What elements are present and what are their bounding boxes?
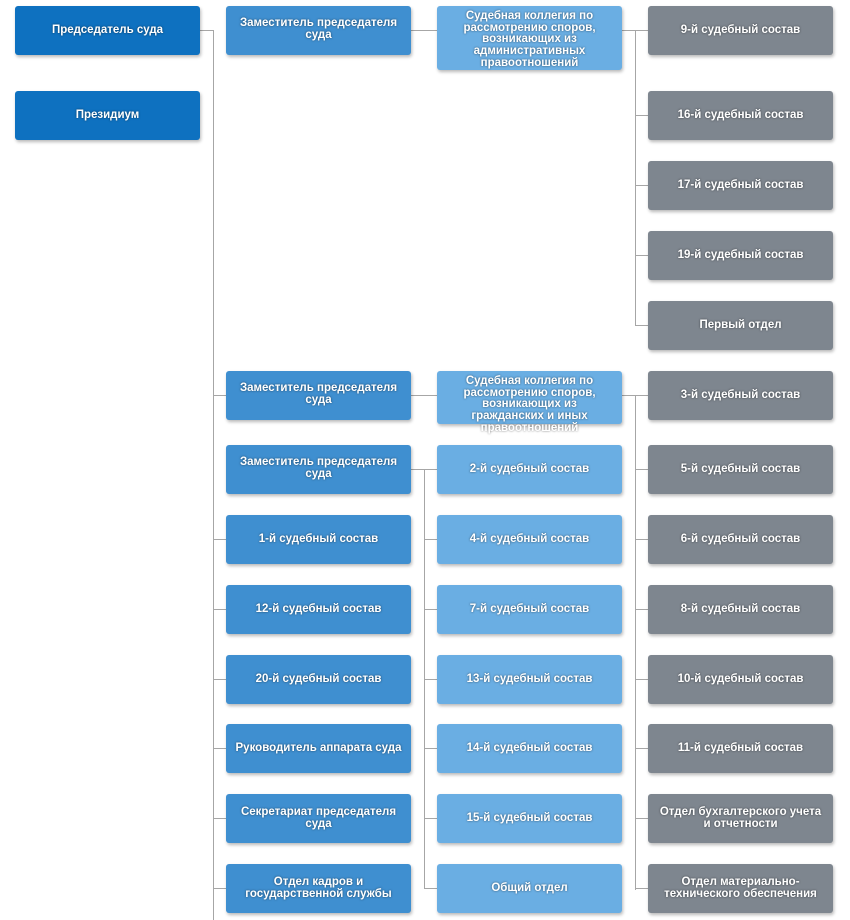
connector-line — [635, 748, 648, 749]
deputy-chairman-box-2[interactable]: Заместитель председателя суда — [226, 371, 411, 420]
connector-line — [213, 748, 226, 749]
composition-3-box[interactable]: 3-й судебный состав — [648, 371, 833, 420]
composition-19-box[interactable]: 19-й судебный состав — [648, 231, 833, 280]
composition-13-label: 13-й судебный состав — [466, 672, 593, 685]
deputy-chairman-label: Заместитель председателя суда — [239, 456, 398, 480]
civil-collegium-box[interactable]: Судебная коллегия по рассмотрению споров… — [437, 371, 622, 434]
composition-6-box[interactable]: 6-й судебный состав — [648, 515, 833, 564]
chairman-secretariat-box[interactable]: Секретариат председателя суда — [226, 794, 411, 843]
apparatus-head-label: Руководитель аппарата суда — [235, 741, 402, 754]
administrative-collegium-label: Судебная коллегия по рассмотрению споров… — [463, 10, 596, 69]
composition-12-label: 12-й судебный состав — [255, 602, 382, 615]
composition-1-label: 1-й судебный состав — [258, 532, 379, 545]
connector-line — [213, 679, 226, 680]
presidium-label: Президиум — [75, 108, 140, 121]
accounting-department-label: Отдел бухгалтерского учета и отчетности — [659, 805, 822, 830]
connector-line — [424, 888, 437, 889]
connector-line — [635, 115, 648, 116]
composition-3-label: 3-й судебный состав — [680, 388, 801, 401]
deputy-chairman-label: Заместитель председателя суда — [239, 17, 398, 41]
composition-8-label: 8-й судебный состав — [680, 602, 801, 615]
hr-department-box[interactable]: Отдел кадров и государственной службы — [226, 864, 411, 913]
composition-2-label: 2-й судебный состав — [469, 462, 590, 475]
deputy-chairman-label: Заместитель председателя суда — [239, 382, 398, 406]
composition-5-box[interactable]: 5-й судебный состав — [648, 445, 833, 494]
composition-7-label: 7-й судебный состав — [469, 602, 590, 615]
connector-line — [213, 539, 226, 540]
connector-line — [411, 30, 437, 31]
composition-5-label: 5-й судебный состав — [680, 462, 801, 475]
connector-line — [411, 395, 437, 396]
connector-line — [213, 609, 226, 610]
connector-line — [635, 609, 648, 610]
chairman-label: Председатель суда — [51, 23, 164, 36]
connector-line — [635, 818, 648, 819]
composition-16-box[interactable]: 16-й судебный состав — [648, 91, 833, 140]
connector-line — [213, 888, 226, 889]
composition-11-box[interactable]: 11-й судебный состав — [648, 724, 833, 773]
composition-19-label: 19-й судебный состав — [677, 248, 804, 261]
connector-line — [213, 395, 226, 396]
composition-14-box[interactable]: 14-й судебный состав — [437, 724, 622, 773]
general-department-label: Общий отдел — [491, 881, 568, 894]
deputy-chairman-box-3[interactable]: Заместитель председателя суда — [226, 445, 411, 494]
connector-line — [424, 539, 437, 540]
accounting-department-box[interactable]: Отдел бухгалтерского учета и отчетности — [648, 794, 833, 843]
connector-line — [424, 679, 437, 680]
connector-line — [635, 325, 648, 326]
connector-line — [635, 539, 648, 540]
composition-7-box[interactable]: 7-й судебный состав — [437, 585, 622, 634]
connector-line — [200, 30, 213, 31]
hr-department-label: Отдел кадров и государственной службы — [245, 875, 392, 900]
composition-20-label: 20-й судебный состав — [255, 672, 382, 685]
connector-line — [635, 469, 648, 470]
deputy-chairman-box-1[interactable]: Заместитель председателя суда — [226, 6, 411, 55]
composition-17-label: 17-й судебный состав — [677, 178, 804, 191]
presidium-box[interactable]: Президиум — [15, 91, 200, 140]
composition-4-box[interactable]: 4-й судебный состав — [437, 515, 622, 564]
connector-line — [424, 609, 437, 610]
connector-line — [635, 888, 648, 889]
composition-8-box[interactable]: 8-й судебный состав — [648, 585, 833, 634]
connector-line — [635, 255, 648, 256]
composition-12-box[interactable]: 12-й судебный состав — [226, 585, 411, 634]
connector-line — [635, 679, 648, 680]
chairman-secretariat-label: Секретариат председателя суда — [240, 805, 397, 830]
composition-9-box[interactable]: 9-й судебный состав — [648, 6, 833, 55]
logistics-department-box[interactable]: Отдел материально-технического обеспечен… — [648, 864, 833, 913]
general-department-box[interactable]: Общий отдел — [437, 864, 622, 913]
composition-11-label: 11-й судебный состав — [677, 741, 804, 754]
composition-17-box[interactable]: 17-й судебный состав — [648, 161, 833, 210]
connector-line — [213, 818, 226, 819]
connector-line — [424, 818, 437, 819]
composition-10-label: 10-й судебный состав — [677, 672, 804, 685]
connector-line — [424, 748, 437, 749]
composition-6-label: 6-й судебный состав — [680, 532, 801, 545]
composition-13-box[interactable]: 13-й судебный состав — [437, 655, 622, 704]
chairman-box[interactable]: Председатель суда — [15, 6, 200, 55]
connector-line — [635, 395, 636, 890]
connector-line — [635, 30, 636, 325]
composition-10-box[interactable]: 10-й судебный состав — [648, 655, 833, 704]
first-department-box[interactable]: Первый отдел — [648, 301, 833, 350]
composition-15-label: 15-й судебный состав — [466, 811, 593, 824]
administrative-collegium-box[interactable]: Судебная коллегия по рассмотрению споров… — [437, 6, 622, 70]
first-department-label: Первый отдел — [699, 318, 782, 331]
civil-collegium-label: Судебная коллегия по рассмотрению споров… — [463, 375, 596, 434]
apparatus-head-box[interactable]: Руководитель аппарата суда — [226, 724, 411, 773]
composition-16-label: 16-й судебный состав — [677, 108, 804, 121]
logistics-department-label: Отдел материально-технического обеспечен… — [664, 875, 817, 900]
composition-20-box[interactable]: 20-й судебный состав — [226, 655, 411, 704]
composition-14-label: 14-й судебный состав — [466, 741, 593, 754]
connector-line — [213, 30, 214, 920]
composition-2-box[interactable]: 2-й судебный состав — [437, 445, 622, 494]
composition-15-box[interactable]: 15-й судебный состав — [437, 794, 622, 843]
composition-4-label: 4-й судебный состав — [469, 532, 590, 545]
composition-1-box[interactable]: 1-й судебный состав — [226, 515, 411, 564]
composition-9-label: 9-й судебный состав — [680, 23, 801, 36]
connector-line — [635, 185, 648, 186]
